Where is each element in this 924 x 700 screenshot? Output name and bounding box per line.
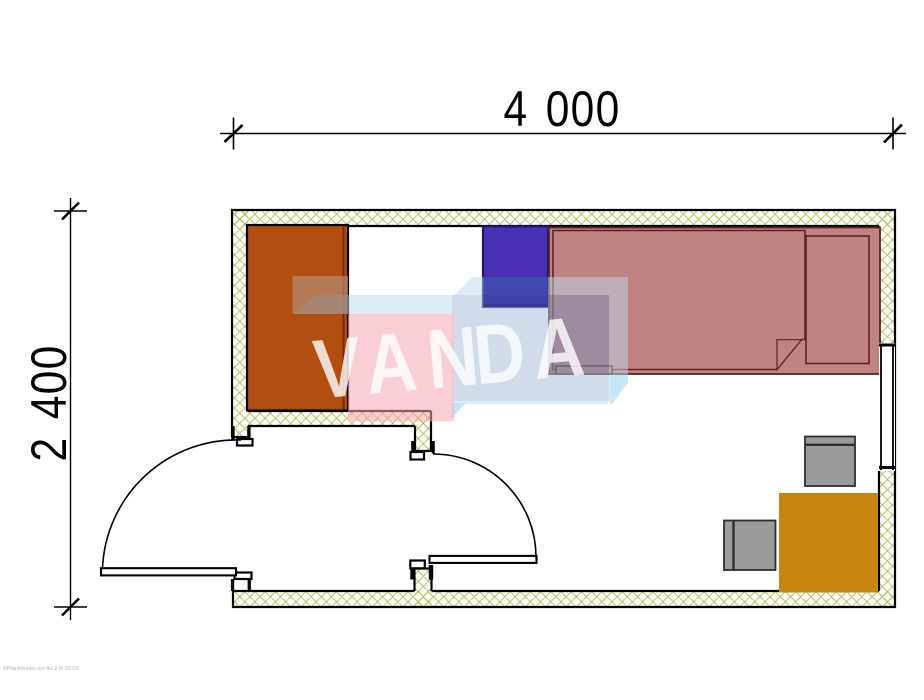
svg-text:4 000: 4 000 [504, 81, 621, 137]
svg-text:©PlanMeister.net Az.2-R-03.03: ©PlanMeister.net Az.2-R-03.03 [3, 665, 79, 672]
svg-text:VANDA: VANDA [310, 300, 588, 417]
svg-text:2 400: 2 400 [21, 345, 77, 462]
